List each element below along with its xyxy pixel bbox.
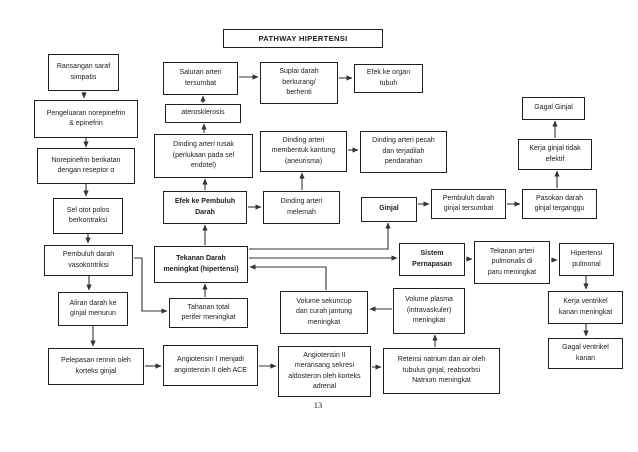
node-sistem-pernapasan: Sistem Pernapasan <box>399 243 465 276</box>
page-number: 13 <box>313 400 323 410</box>
node-dinding-arteri-melemah: Dinding arteri melemah <box>263 191 340 224</box>
node-pembuluh-darah-ginjal-tersumbat: Pembuluh darah ginjal tersumbat <box>431 189 506 219</box>
node-retensi-natrium: Retensi natrium dan air oleh tubulus gin… <box>383 348 500 394</box>
node-efek-ke-organ-tubuh: Efek ke organ tubuh <box>354 64 423 93</box>
node-volume-sekuncup: Volume sekuncup dan curah jantung mening… <box>280 291 368 334</box>
arrow-sekuncup-to-tekanan <box>249 264 327 290</box>
node-hipertensi-pulmonal: Hipertensi pulmonal <box>559 243 614 276</box>
node-tahanan-total-perifer: Tahanan total perifer meningkat <box>169 298 248 328</box>
node-dinding-membentuk-kantung: Dinding arteri membentuk kantung (aneuri… <box>260 131 347 172</box>
node-suplai-darah-berkurang: Suplai darah berkurang/ berhenti <box>260 62 338 104</box>
diagram-title: PATHWAY HIPERTENSI <box>223 29 383 48</box>
node-pengeluaran-norepinefrin: Pengeluaran norepinefrin & epinefrin <box>34 100 138 138</box>
node-volume-plasma: Volume plasma (intravaskuler) meningkat <box>393 288 465 334</box>
node-pelepasan-rennin: Pelepasan rennin oleh korteks ginjal <box>48 348 144 385</box>
node-pembuluh-darah-vasokontriksi: Pembuluh darah vasokontriksi <box>44 245 133 276</box>
node-aliran-darah-menurun: Aliran darah ke ginjal menurun <box>58 292 128 326</box>
node-ginjal: Ginjal <box>361 197 417 222</box>
node-angiotensin-i: Angiotensin I menjadi angiotensin II ole… <box>163 345 258 386</box>
node-norepinefrin-berikatan: Norepinefrin berikatan dengan reseptor α <box>37 148 135 184</box>
node-angiotensin-ii: Angiotensin II meransang sekresi aldoste… <box>278 346 371 397</box>
node-kerja-ginjal-tidak-efektif: Kerja ginjal tidak efektif <box>518 139 592 170</box>
diagram-title-text: PATHWAY HIPERTENSI <box>258 33 348 43</box>
node-dinding-arteri-rusak: Dinding arteri rusak (perlukaan pada sel… <box>154 134 253 178</box>
node-kerja-ventrikel-kanan: Kerja ventrikel kanan meningkat <box>548 291 623 324</box>
arrow-tekanan-to-ginjal <box>249 222 391 250</box>
node-aterosklerosis: aterosklerosis <box>165 104 241 123</box>
node-tekanan-darah-meningkat: Tekanan Darah meningkat (hipertensi) <box>154 246 248 283</box>
node-pasokan-darah-terganggu: Pasokan darah ginjal terganggu <box>522 189 597 219</box>
node-sel-otot-polos: Sel otot polos berkontraksi <box>53 198 123 234</box>
node-saluran-arteri-tersumbat: Saluran arteri tersumbat <box>163 62 238 95</box>
node-tekanan-arteri-pulmonalis: Tekanan arteri pulmonalis di paru mening… <box>474 241 550 284</box>
node-ransangan-saraf-simpatis: Ransangan saraf simpatis <box>48 54 119 91</box>
node-dinding-arteri-pecah: Dinding arteri pecah dan terjadilah pend… <box>360 131 447 173</box>
node-gagal-ventrikel-kanan: Gagal ventrikel kanan <box>548 338 623 369</box>
node-efek-ke-pembuluh-darah: Efek ke Pembuluh Darah <box>163 191 247 224</box>
arrow-vasokontriksi-to-tahanan <box>134 257 168 314</box>
node-gagal-ginjal: Gagal Ginjal <box>522 97 585 120</box>
